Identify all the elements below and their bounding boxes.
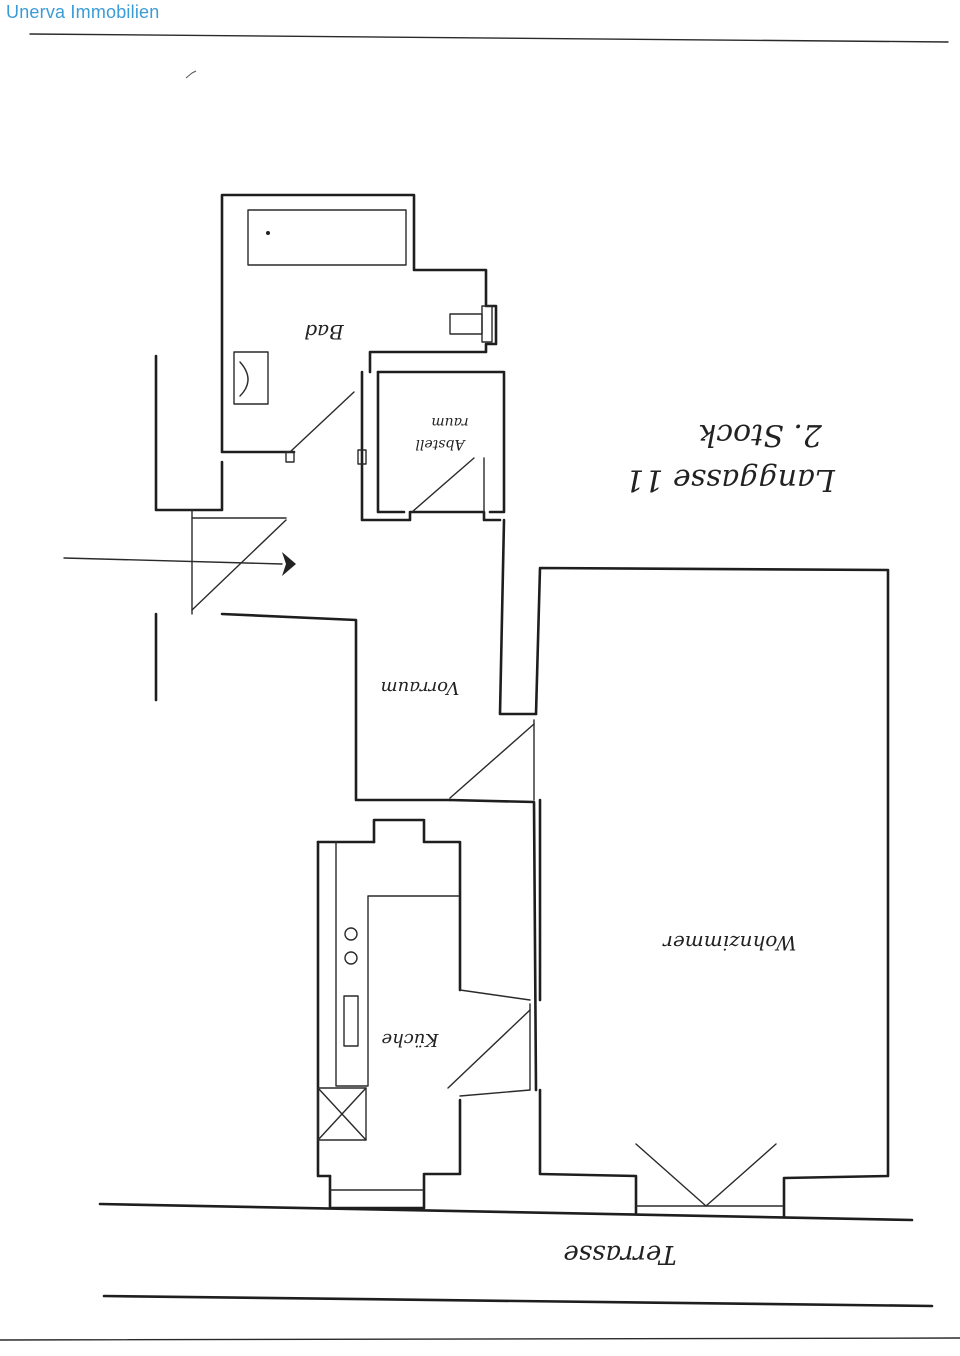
entrance-arrow-line xyxy=(63,557,283,565)
abstell-jamb xyxy=(357,449,367,465)
wohn-door-swing xyxy=(449,723,535,799)
kitchen-sink xyxy=(343,995,359,1047)
bathtub xyxy=(247,209,407,266)
facade-line xyxy=(98,1202,914,1222)
room-wohnzimmer xyxy=(534,566,890,1218)
room-vorraum xyxy=(63,354,538,802)
top-rule xyxy=(29,33,949,43)
fridge xyxy=(317,1087,367,1141)
fridge-cross xyxy=(317,1087,367,1141)
entrance-arrow-head xyxy=(282,552,296,576)
bad-door-jamb xyxy=(285,451,295,463)
washbasin xyxy=(233,351,269,405)
brand-logo-text[interactable]: Unerva Immobilien xyxy=(6,2,160,22)
plan-floor: 2. Stock xyxy=(698,417,823,452)
terrace-edge-line xyxy=(102,1294,934,1308)
label-kueche: Küche xyxy=(382,1029,440,1050)
abstell-door-swing xyxy=(411,457,475,513)
label-wohnzimmer: Wohnzimmer xyxy=(662,931,797,955)
bad-door-swing xyxy=(289,391,355,453)
stove-burner xyxy=(344,927,358,941)
kitchen-counter xyxy=(335,841,461,1087)
label-raum: raum xyxy=(431,414,468,430)
toilet-tank xyxy=(481,305,493,343)
room-abstellraum xyxy=(357,370,506,522)
label-bad: Bad xyxy=(304,320,344,344)
label-terrasse: Terrasse xyxy=(563,1239,676,1269)
label-vorraum: Vorraum xyxy=(381,677,460,698)
room-kueche xyxy=(316,798,538,1210)
stray-mark xyxy=(185,70,197,79)
entry-door-swing xyxy=(191,519,287,611)
label-abstell: Abstell xyxy=(415,436,466,452)
toilet xyxy=(449,313,483,335)
kitchen-door-swing xyxy=(447,1009,531,1089)
bathtub-drain xyxy=(266,231,270,235)
room-bad xyxy=(220,193,498,463)
bottom-rule xyxy=(0,1337,960,1341)
stove-burner xyxy=(344,951,358,965)
terrace-double-door xyxy=(635,1143,777,1207)
plan-title: Langgasse 11 xyxy=(625,462,836,497)
